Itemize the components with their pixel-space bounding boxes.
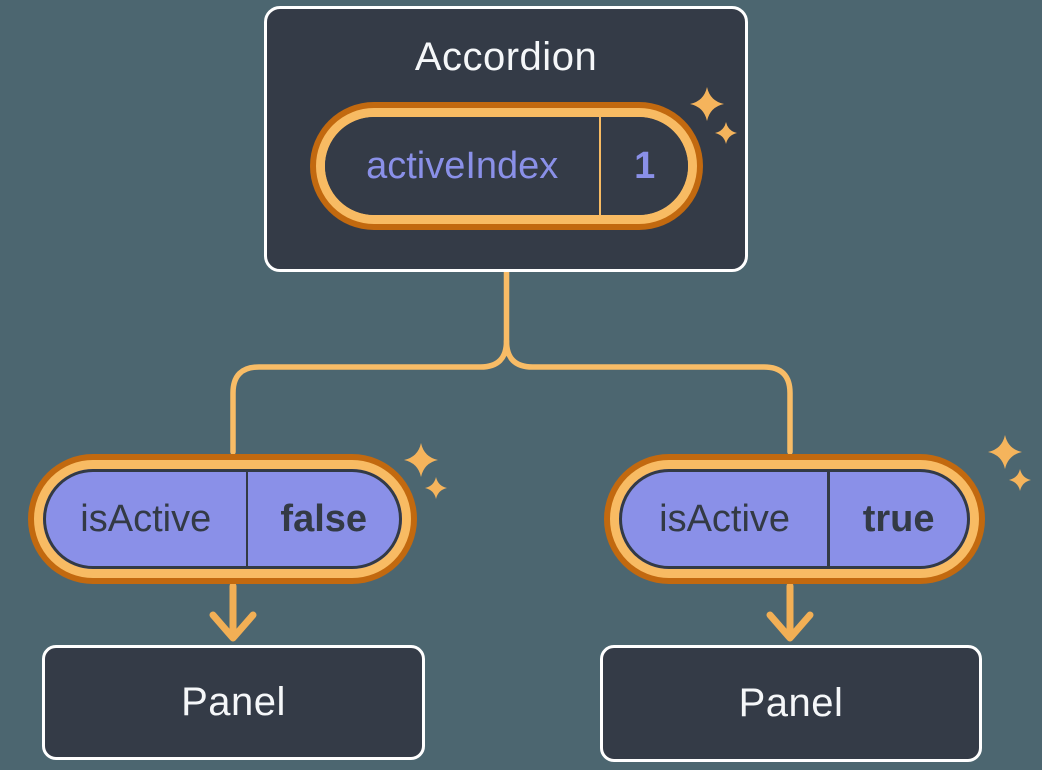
accordion-title: Accordion [414,35,598,79]
prop-pill-value: false [280,497,368,540]
state-pill-activeindex: activeIndex 1 [316,108,697,224]
arrow-down-left-icon [209,582,257,642]
state-pill-value: 1 [634,144,656,187]
prop-pill-value: true [862,497,935,540]
prop-pill-isactive-left: isActive false [34,460,411,578]
pill-divider [827,472,831,566]
state-pill-label: activeIndex [366,144,559,187]
tree-connector [230,269,793,455]
arrow-down-right-icon [766,582,814,642]
prop-pill-label: isActive [80,497,212,540]
panel-node-right: Panel [600,645,982,762]
pill-divider [599,117,602,215]
prop-pill-isactive-right: isActive true [610,460,979,578]
panel-node-left: Panel [42,645,425,760]
pill-divider [245,472,249,566]
sparkle-icon [404,443,447,499]
prop-pill-label: isActive [659,497,791,540]
panel-title: Panel [181,680,286,724]
sparkle-icon [988,435,1031,491]
panel-title: Panel [738,681,844,725]
sparkle-icon [690,87,737,144]
